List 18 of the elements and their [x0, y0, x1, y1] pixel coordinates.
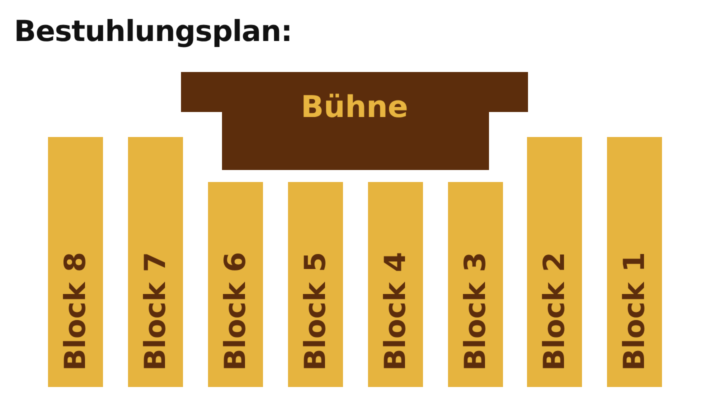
stage-label: Bühne: [300, 90, 408, 125]
heading: Bestuhlungsplan:: [14, 14, 292, 48]
seating-block: [448, 182, 503, 387]
seating-block: [208, 182, 263, 387]
block-label: Block 1: [620, 252, 649, 371]
seating-block: [368, 182, 423, 387]
block-label: Block 2: [540, 252, 569, 371]
block-label: Block 8: [61, 252, 90, 371]
block-label: Block 3: [461, 252, 490, 371]
seating-block: [607, 137, 662, 387]
block-label: Block 7: [141, 252, 170, 371]
seating-block: [527, 137, 582, 387]
seating-block: [288, 182, 343, 387]
seating-block: [128, 137, 183, 387]
block-label: Block 4: [381, 252, 410, 371]
block-label: Block 5: [301, 252, 330, 371]
block-label: Block 6: [221, 252, 250, 371]
seating-block: [48, 137, 103, 387]
